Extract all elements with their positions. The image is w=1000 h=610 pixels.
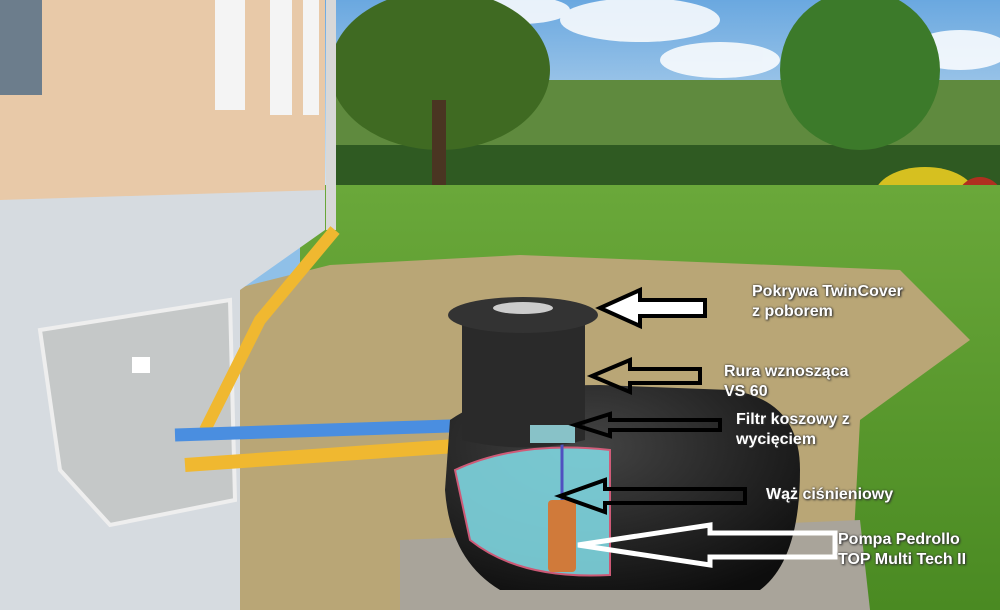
window	[303, 0, 319, 115]
label-pump-line1: Pompa Pedrollo	[838, 531, 960, 548]
oak-tree	[330, 0, 550, 150]
yellow-rain-pipe	[199, 226, 340, 433]
window	[270, 0, 292, 115]
label-riser: Rura wznosząca VS 60	[724, 362, 848, 402]
label-cover-line1: Pokrywa TwinCover	[752, 283, 903, 300]
arrow-riser	[586, 356, 702, 396]
arrow-cover	[595, 286, 707, 330]
label-riser-line1: Rura wznosząca	[724, 363, 849, 380]
label-filter: Filtr koszowy z wycięciem	[736, 410, 850, 450]
lid-center	[493, 302, 553, 314]
label-hose-line1: Wąż ciśnieniowy	[766, 486, 894, 503]
label-hose: Wąż ciśnieniowy	[766, 485, 893, 505]
basket-filter	[530, 425, 575, 443]
arrow-hose	[554, 477, 747, 515]
arrow-pump	[577, 522, 838, 568]
twincover-lid	[448, 297, 598, 333]
right-tree	[780, 0, 940, 150]
pump	[548, 500, 576, 572]
wall-socket	[132, 357, 150, 373]
tree-trunk	[432, 100, 446, 190]
window	[0, 0, 42, 95]
label-filter-line2: wycięciem	[736, 431, 817, 448]
label-filter-line1: Filtr koszowy z	[736, 411, 850, 428]
window	[215, 0, 245, 110]
downpipe	[326, 0, 336, 230]
arrow-filter	[568, 411, 722, 439]
riser-pipe	[462, 320, 585, 448]
label-cover: Pokrywa TwinCover z poborem	[752, 282, 903, 322]
yellow-overflow-pipe	[184, 438, 471, 472]
label-pump: Pompa Pedrollo TOP Multi Tech II	[838, 530, 966, 570]
label-cover-line2: z poborem	[752, 303, 833, 320]
label-riser-line2: VS 60	[724, 383, 768, 400]
blue-suction-pipe	[174, 418, 481, 442]
label-pump-line2: TOP Multi Tech II	[838, 551, 967, 568]
